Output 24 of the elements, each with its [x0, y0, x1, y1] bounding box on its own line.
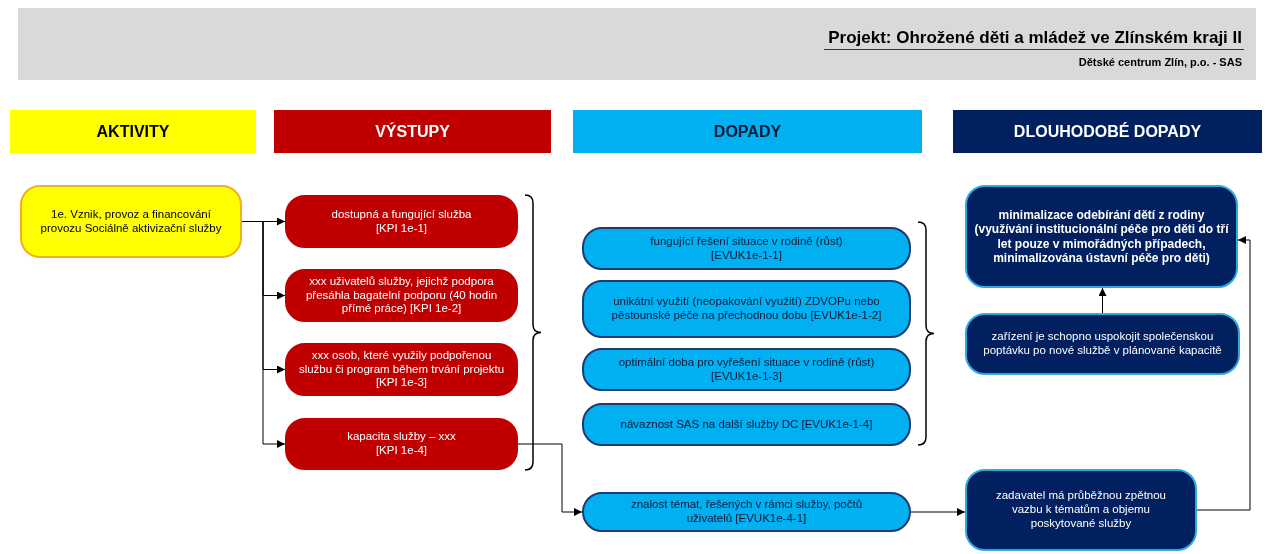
column-header: DOPADY [573, 110, 922, 153]
arrow [910, 508, 966, 516]
arrow [517, 443, 583, 516]
column-header: DLOUHODOBÉ DOPADY [953, 110, 1262, 153]
rounded-box: minimalizace odebírání dětí z rodiny (využívání institucionální péče pro děti do tří let pouze v mimořádných případech, minimalizována ústavní péče pro děti) [965, 185, 1238, 288]
rounded-box: unikátní využití (neopakování využití) ZDVOPu nebo pěstounské péče na přechodnou dobu [EVUK1e-1-2] [582, 280, 911, 338]
rounded-box: zadavatel má průběžnou zpětnou vazbu k tématům a objemu poskytované služby [965, 469, 1197, 551]
rounded-box: fungující řešení situace v rodině (růst) [EVUK1e-1-1] [582, 227, 911, 270]
rounded-box: xxx uživatelů služby, jejichž podpora přesáhla bagatelní podporu (40 hodin přímé práce) [KPI 1e-2] [285, 269, 518, 322]
arrow [1196, 236, 1251, 511]
arrow [241, 221, 286, 448]
column-header: VÝSTUPY [274, 110, 551, 153]
column-header: AKTIVITY [10, 110, 256, 153]
rounded-box: návaznost SAS na další služby DC [EVUK1e-1-4] [582, 403, 911, 446]
rounded-box: znalost témat, řešených v rámci služby, počtů uživatelů [EVUK1e-4-1] [582, 492, 911, 532]
rounded-box: zařízení je schopno uspokojit společenskou poptávku po nové službě v plánované kapacitě [965, 313, 1240, 375]
rounded-box: 1e. Vznik, provoz a financování provozu Sociálně aktivizační služby [20, 185, 242, 258]
rounded-box: xxx osob, které využily podpořenou službu či program během trvání projektu [KPI 1e-3] [285, 343, 518, 396]
subtitle: Dětské centrum Zlín, p.o. - SAS [1078, 56, 1242, 68]
page-title: Projekt: Ohrožené děti a mládež ve Zlínském kraji II [824, 28, 1244, 50]
rounded-box: dostupná a fungující služba [KPI 1e-1] [285, 195, 518, 248]
rounded-box: kapacita služby – xxx [KPI 1e-4] [285, 418, 518, 470]
arrow [1098, 287, 1107, 314]
rounded-box: optimální doba pro vyřešení situace v rodině (růst) [EVUK1e-1-3] [582, 348, 911, 391]
